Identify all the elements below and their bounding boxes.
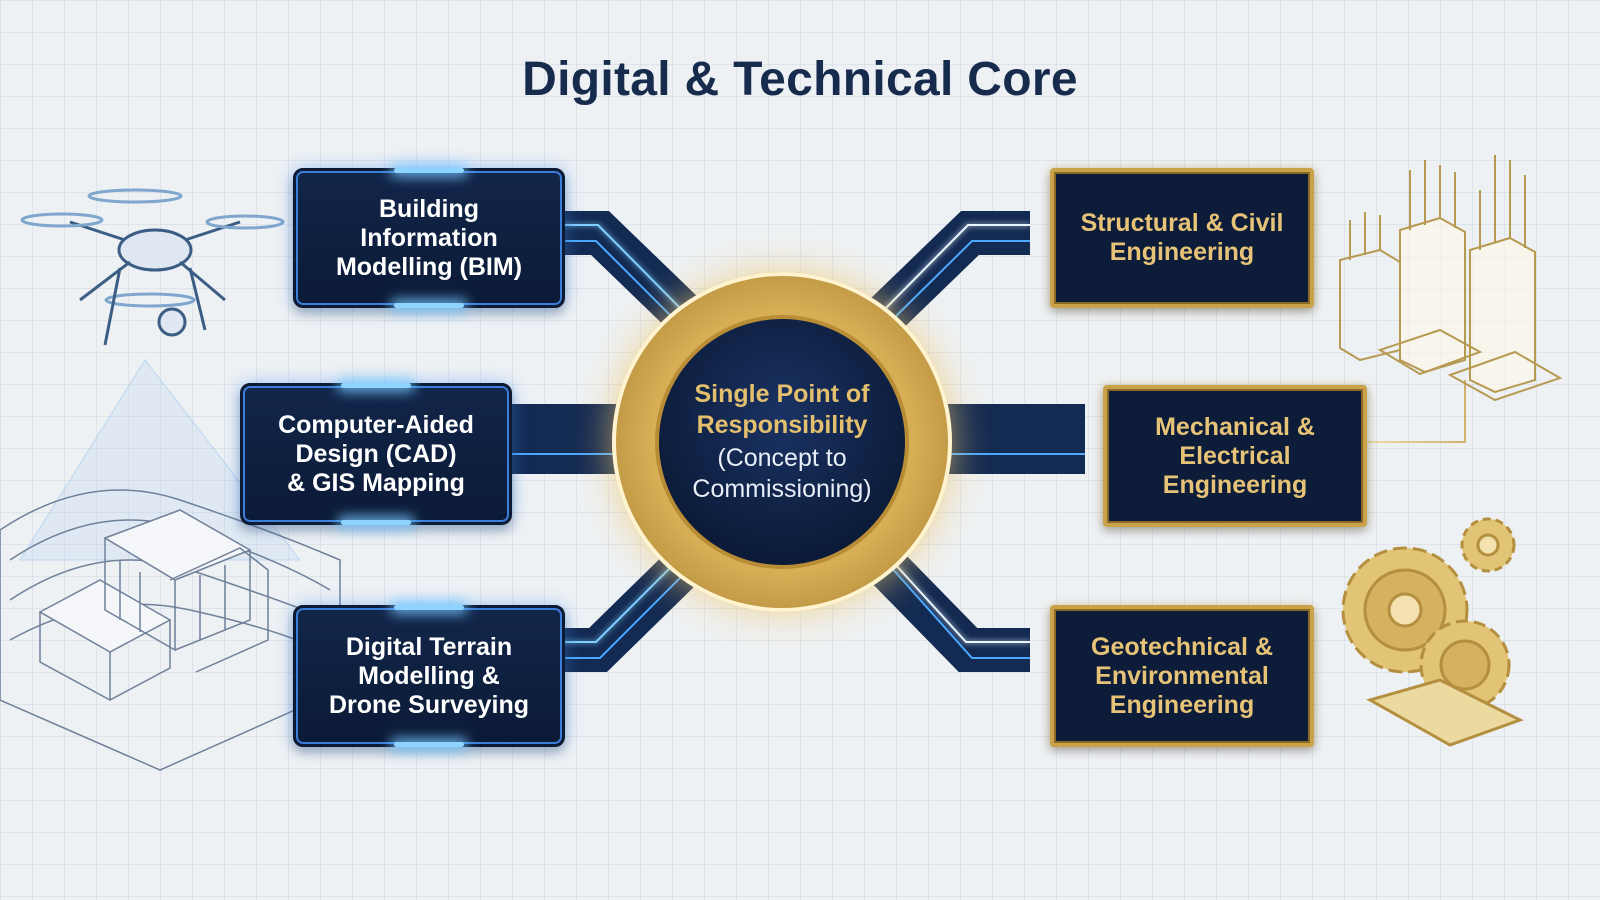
box-structural-civil-label: Structural & Civil Engineering — [1080, 209, 1284, 266]
box-cad-gis-label: Computer-Aided Design (CAD) & GIS Mappin… — [278, 410, 474, 497]
connector-mechanical — [945, 404, 1085, 474]
drone-icon — [19, 188, 302, 561]
hub-main-text: Single Point of Responsibility — [694, 380, 870, 439]
box-mechanical-electrical-label: Mechanical & Electrical Engineering — [1155, 412, 1315, 499]
connector-bim — [560, 211, 706, 336]
box-geotechnical-environmental-label: Geotechnical & Environmental Engineering — [1091, 632, 1273, 719]
box-mechanical-electrical: Mechanical & Electrical Engineering — [1103, 385, 1367, 527]
box-structural-civil: Structural & Civil Engineering — [1050, 168, 1314, 308]
rebar-columns-icon — [1339, 155, 1563, 402]
connector-cad — [500, 404, 620, 474]
box-dtm-drone-label: Digital Terrain Modelling & Drone Survey… — [328, 632, 530, 719]
hub-center: Single Point of Responsibility (Concept … — [655, 315, 909, 569]
box-geotechnical-environmental: Geotechnical & Environmental Engineering — [1050, 605, 1314, 747]
box-bim: Building Information Modelling (BIM) — [293, 168, 565, 308]
box-dtm-drone: Digital Terrain Modelling & Drone Survey… — [293, 605, 565, 747]
terrain-buildings-icon — [0, 489, 341, 771]
connector-structural — [864, 211, 1030, 336]
box-cad-gis: Computer-Aided Design (CAD) & GIS Mappin… — [240, 383, 512, 525]
hub-sub-text: (Concept to Commissioning) — [692, 444, 872, 503]
connector-geotechnical — [864, 544, 1030, 672]
box-bim-label: Building Information Modelling (BIM) — [335, 194, 523, 281]
gears-icon — [1341, 517, 1524, 747]
connector-dtm — [556, 544, 706, 672]
page-title: Digital & Technical Core — [522, 53, 1078, 106]
